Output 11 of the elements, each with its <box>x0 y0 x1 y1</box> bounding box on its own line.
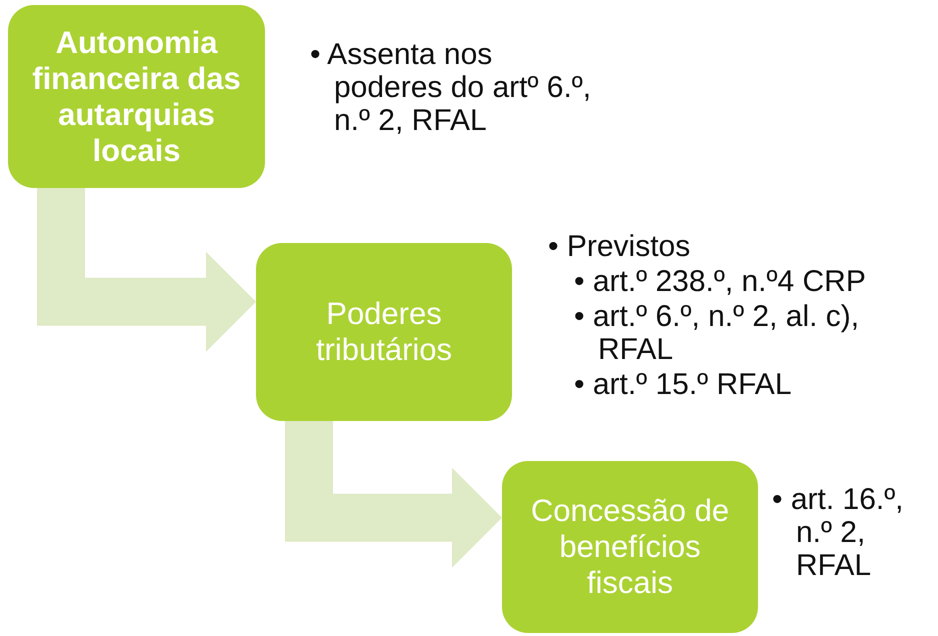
process-box: Poderes tributários <box>256 243 512 421</box>
process-box: Concessão de benefícios fiscais <box>502 461 758 633</box>
bullet-text: • Previstos <box>548 230 692 263</box>
bullet-text: • Assenta nos poderes do artº 6.º, n.º 2, RFAL <box>310 38 592 137</box>
process-box: Autonomia financeira das autarquias locais <box>8 5 265 188</box>
bullet-text: • art.º 6.º, n.º 2, al. c), RFAL <box>574 300 860 366</box>
bullet-text: • art.º 238.º, n.º4 CRP <box>574 265 867 298</box>
bent-arrow <box>285 421 502 568</box>
bullet-text: • art.º 15.º RFAL <box>574 368 792 401</box>
bullet-text: • art. 16.º, n.º 2, RFAL <box>772 483 905 582</box>
bent-arrow <box>37 188 256 352</box>
